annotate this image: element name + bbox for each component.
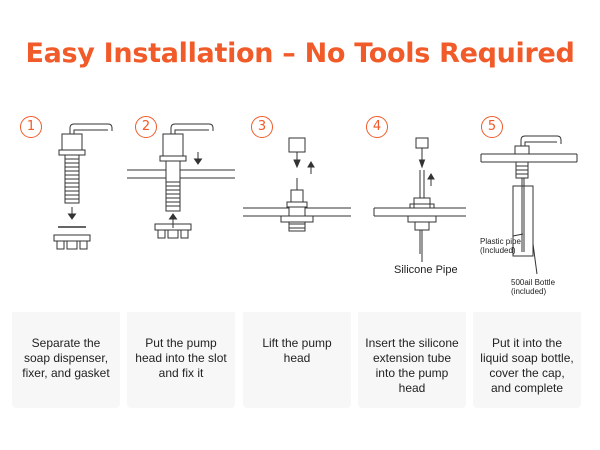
step-1-number: 1 (20, 116, 42, 138)
install-bottle-drawing (480, 135, 578, 275)
step-4-number: 4 (366, 116, 388, 138)
step-5-illustration: 5 Plastic pipe (Included) 500ail Bottle … (473, 104, 581, 312)
pump-into-slot-drawing (127, 123, 235, 239)
step-2-panel: 2 Put the pump head into the slot and (127, 104, 235, 408)
lift-pump-head-drawing (243, 137, 351, 232)
step-5-number: 5 (481, 116, 503, 138)
insert-tube-drawing (373, 137, 466, 262)
step-1-panel: 1 Separate the soap dispenser, fixer, an… (12, 104, 120, 408)
step-4-illustration: 4 Silicone Pipe (358, 104, 466, 312)
step-2-illustration: 2 (127, 104, 235, 312)
step-3-panel: 3 Lift the pump head (243, 104, 351, 408)
step-3-number: 3 (251, 116, 273, 138)
step-2-number: 2 (135, 116, 157, 138)
step-5-panel: 5 Plastic pipe (Included) 500ail Bottle … (473, 104, 581, 408)
dispenser-parts-drawing (53, 123, 113, 250)
step-5-description: Put it into the liquid soap bottle, cove… (480, 336, 574, 395)
step-4-panel: 4 Silicone Pipe Insert the (358, 104, 466, 408)
step-1-illustration: 1 (12, 104, 120, 312)
step-2-description: Put the pump head into the slot and fix … (135, 336, 227, 380)
step-3-illustration: 3 (243, 104, 351, 312)
step-1-description: Separate the soap dispenser, fixer, and … (22, 336, 110, 380)
page-title: Easy Installation – No Tools Required (25, 38, 575, 69)
bottle-label: 500ail Bottle (included) (511, 278, 556, 296)
step-3-description: Lift the pump head (262, 336, 332, 365)
plastic-pipe-label: Plastic pipe (Included) (480, 237, 521, 255)
silicone-pipe-label: Silicone Pipe (394, 264, 458, 276)
step-4-description: Insert the silicone extension tube into … (365, 336, 459, 395)
